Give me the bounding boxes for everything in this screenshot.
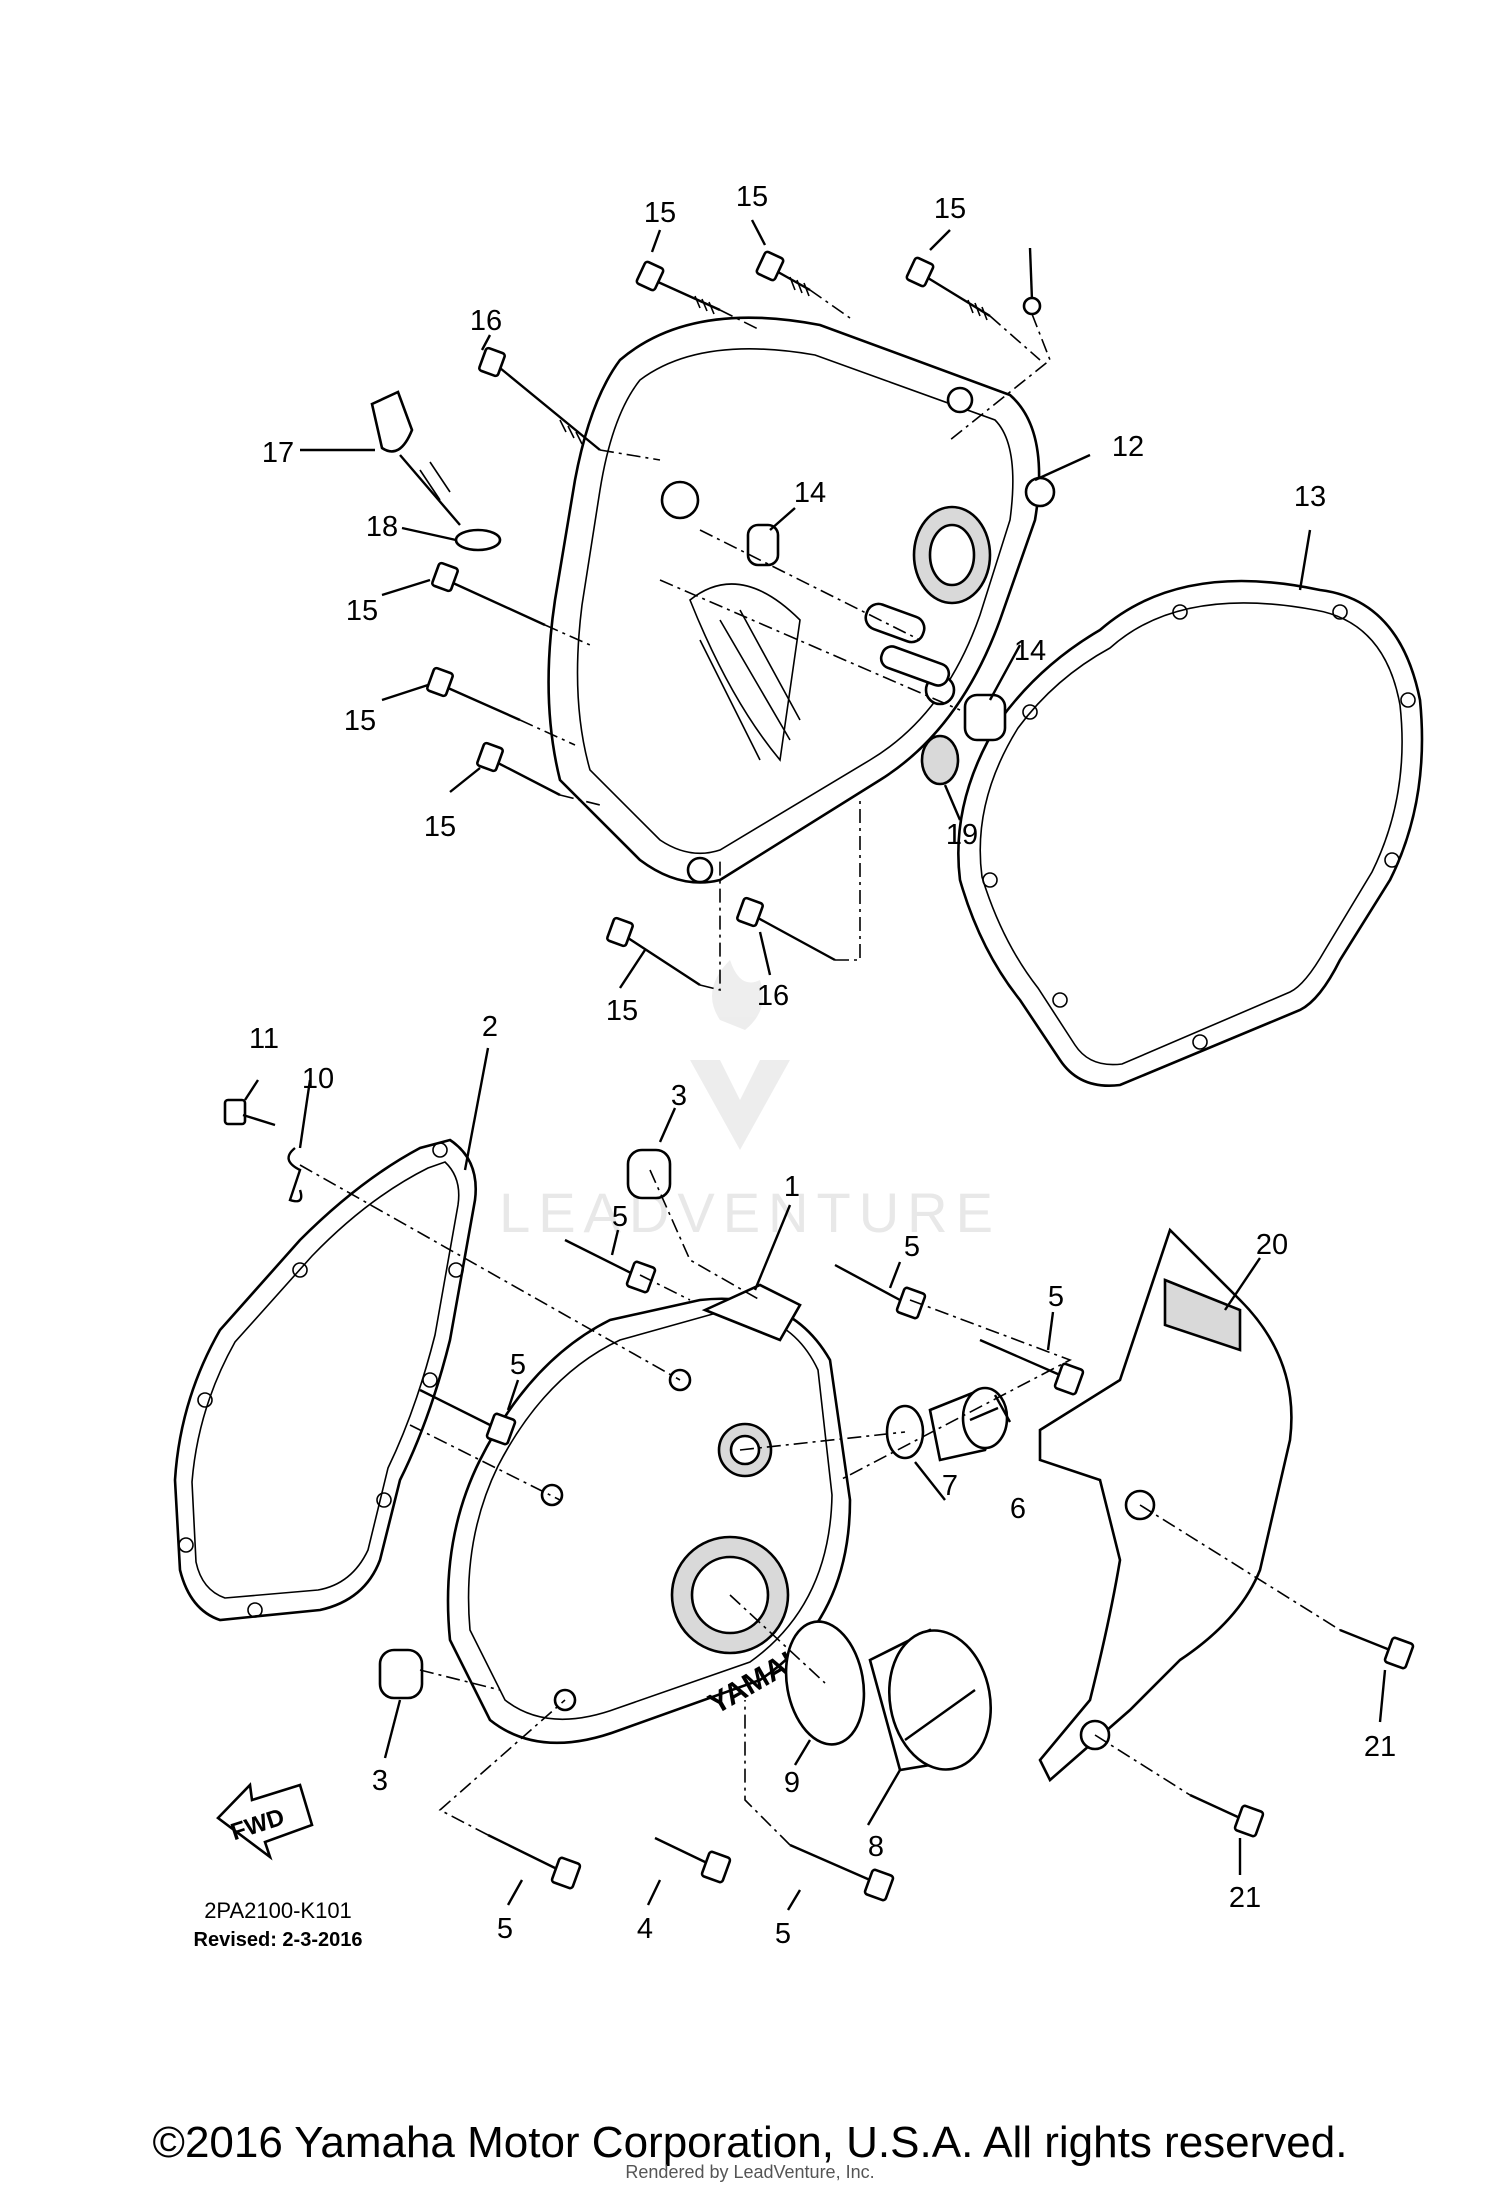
callout-15: 15 — [344, 705, 376, 737]
bolt-5-left — [419, 1388, 517, 1446]
callout-21: 21 — [1364, 1731, 1396, 1763]
wire-terminal — [1022, 247, 1042, 316]
callout-19: 19 — [946, 819, 978, 851]
callout-5: 5 — [904, 1231, 920, 1263]
callout-5: 5 — [1048, 1281, 1064, 1313]
bolt-4 — [654, 1836, 732, 1884]
bolt-5-bottom-right — [789, 1843, 895, 1902]
callout-3: 3 — [372, 1765, 388, 1797]
rendered-by-notice: Rendered by LeadVenture, Inc. — [625, 2162, 875, 2182]
callout-20: 20 — [1256, 1229, 1288, 1261]
callout-5: 5 — [775, 1918, 791, 1950]
bolt-15-bottom — [606, 916, 701, 987]
revised-date: Revised: 2-3-2016 — [194, 1929, 363, 1951]
callout-21: 21 — [1229, 1882, 1261, 1914]
callout-4: 4 — [637, 1913, 653, 1945]
callout-16: 16 — [757, 980, 789, 1012]
callout-5: 5 — [510, 1349, 526, 1381]
oil-seal-19 — [920, 734, 960, 786]
callout-3: 3 — [671, 1080, 687, 1112]
callout-9: 9 — [784, 1767, 800, 1799]
bolt-15-left-b — [426, 666, 521, 722]
o-ring-18 — [454, 528, 502, 552]
callout-12: 12 — [1112, 431, 1144, 463]
callout-15: 15 — [424, 811, 456, 843]
callout-14: 14 — [1014, 635, 1046, 667]
callout-5: 5 — [497, 1913, 513, 1945]
watermark-text: LEADVENTURE — [499, 1181, 1001, 1244]
bolt-15-left-a — [431, 561, 546, 627]
dowel-pin-3-top — [626, 1148, 672, 1200]
sprocket-cover — [1038, 1227, 1293, 1783]
forward-arrow: FWD — [216, 1782, 314, 1861]
bolt-15-top-b — [755, 250, 811, 297]
lower-leader-lines — [243, 1047, 1387, 1911]
crankcase-cover — [547, 316, 1056, 884]
callout-5: 5 — [612, 1201, 628, 1233]
dowel-pin-14 — [963, 693, 1007, 742]
callout-8: 8 — [868, 1831, 884, 1863]
bolt-16-bottom — [736, 896, 836, 962]
clip-10 — [287, 1147, 303, 1203]
oil-filler-plug — [370, 390, 461, 526]
check-plug-6 — [928, 1386, 1009, 1462]
callout-14: 14 — [794, 477, 826, 509]
bolt-15-top-a — [635, 260, 721, 315]
callout-15: 15 — [606, 995, 638, 1027]
bolt-5-upper-right — [979, 1338, 1085, 1396]
callout-17: 17 — [262, 437, 294, 469]
callout-16: 16 — [470, 305, 502, 337]
upper-leader-lines — [300, 219, 1312, 992]
callout-6: 6 — [1010, 1493, 1026, 1525]
callouts: 15 15 15 16 17 12 13 18 14 15 14 15 15 1… — [249, 181, 1396, 1950]
gasket-13 — [957, 579, 1424, 1087]
bolt-16-top — [478, 346, 601, 451]
diagram-code: 2PA2100-K101 — [204, 1898, 352, 1923]
bolt-21-lower — [1189, 1793, 1265, 1838]
callout-10: 10 — [302, 1063, 334, 1095]
bolt-5-upper-mid — [834, 1263, 927, 1320]
bolt-21-upper — [1339, 1628, 1415, 1670]
bolt-5-bottom-left — [487, 1833, 582, 1890]
leadventure-watermark: LEADVENTURE — [499, 960, 1001, 1244]
callout-18: 18 — [366, 511, 398, 543]
callout-2: 2 — [482, 1011, 498, 1043]
callout-15: 15 — [934, 193, 966, 225]
end-plug-8 — [868, 1628, 993, 1772]
bolt-15-top-c — [905, 256, 991, 321]
bolt-11 — [223, 1098, 276, 1127]
callout-15: 15 — [736, 181, 768, 213]
callout-11: 11 — [249, 1023, 279, 1055]
callout-7: 7 — [942, 1470, 958, 1502]
callout-13: 13 — [1294, 481, 1326, 513]
callout-15: 15 — [346, 595, 378, 627]
gasket-2 — [173, 1138, 477, 1622]
crankcase-cover-1: YAMAHA — [446, 1283, 852, 1745]
copyright-notice: ©2016 Yamaha Motor Corporation, U.S.A. A… — [152, 2118, 1348, 2167]
callout-15: 15 — [644, 197, 676, 229]
bolt-15-left-c — [476, 741, 561, 797]
callout-1: 1 — [784, 1171, 800, 1203]
dowel-pin-3-bottom — [378, 1648, 424, 1700]
bolt-5-upper-left — [564, 1238, 657, 1294]
